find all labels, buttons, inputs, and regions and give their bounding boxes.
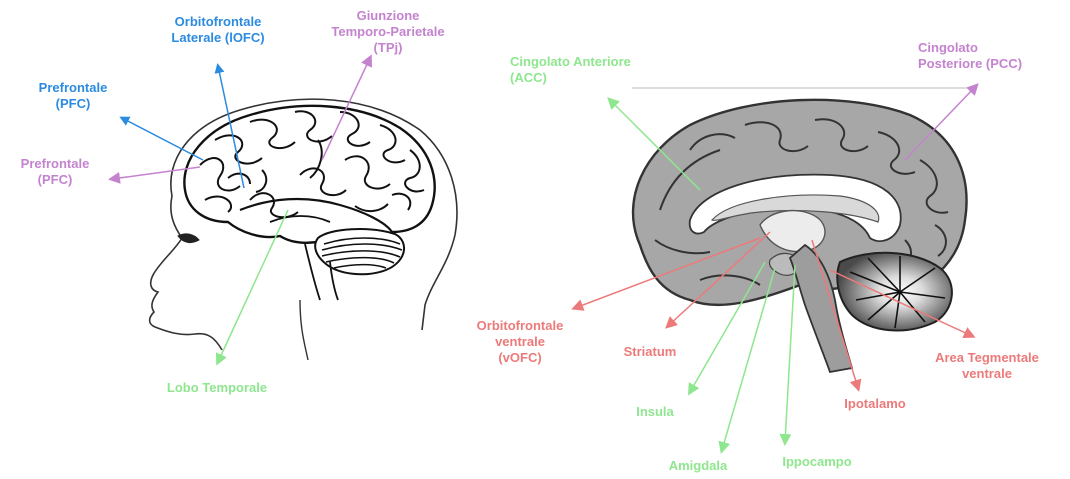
lateral-brain — [184, 106, 434, 300]
label-temporal: Lobo Temporale — [142, 380, 292, 396]
label-vofc-line-2: ventrale — [450, 334, 590, 350]
label-acc: Cingolato Anteriore (ACC) — [510, 54, 685, 86]
label-hippocampus-line-1: Ippocampo — [762, 454, 872, 470]
label-insula: Insula — [620, 404, 690, 420]
label-lofc: Orbitofrontale Laterale (lOFC) — [140, 14, 296, 46]
label-amygdala-line-1: Amigdala — [648, 458, 748, 474]
label-vofc-line-3: (vOFC) — [450, 350, 590, 366]
label-tpj-line-2: Temporo-Parietale — [303, 24, 473, 40]
label-pfc-purple-line-2: (PFC) — [0, 172, 110, 188]
label-hypothalamus-line-1: Ipotalamo — [825, 396, 925, 412]
label-pcc-line-2: Posteriore (PCC) — [918, 56, 1068, 72]
label-lofc-line-1: Orbitofrontale — [140, 14, 296, 30]
label-pfc-purple-line-1: Prefrontale — [0, 156, 110, 172]
label-hypothalamus: Ipotalamo — [825, 396, 925, 412]
label-vofc: Orbitofrontale ventrale (vOFC) — [450, 318, 590, 366]
label-amygdala: Amigdala — [648, 458, 748, 474]
label-insula-line-1: Insula — [620, 404, 690, 420]
label-pfc-blue: Prefrontale (PFC) — [18, 80, 128, 112]
label-tpj-line-1: Giunzione — [303, 8, 473, 24]
label-hippocampus: Ippocampo — [762, 454, 872, 470]
label-pfc-purple: Prefrontale (PFC) — [0, 156, 110, 188]
label-pfc-blue-line-2: (PFC) — [18, 96, 128, 112]
label-tpj-line-3: (TPj) — [303, 40, 473, 56]
label-vta-line-1: Area Tegmentale — [912, 350, 1062, 366]
label-temporal-line-1: Lobo Temporale — [142, 380, 292, 396]
label-pfc-blue-line-1: Prefrontale — [18, 80, 128, 96]
label-vofc-line-1: Orbitofrontale — [450, 318, 590, 334]
label-vta-line-2: ventrale — [912, 366, 1062, 382]
arrow-hippocampus — [785, 265, 795, 442]
label-acc-line-1: Cingolato Anteriore — [510, 54, 685, 70]
label-pcc-line-1: Cingolato — [918, 40, 1068, 56]
label-lofc-line-2: Laterale (lOFC) — [140, 30, 296, 46]
label-tpj: Giunzione Temporo-Parietale (TPj) — [303, 8, 473, 56]
label-striatum-line-1: Striatum — [605, 344, 695, 360]
label-acc-line-2: (ACC) — [510, 70, 685, 86]
label-vta: Area Tegmentale ventrale — [912, 350, 1062, 382]
medial-brain — [632, 88, 968, 372]
label-striatum: Striatum — [605, 344, 695, 360]
label-pcc: Cingolato Posteriore (PCC) — [918, 40, 1068, 72]
